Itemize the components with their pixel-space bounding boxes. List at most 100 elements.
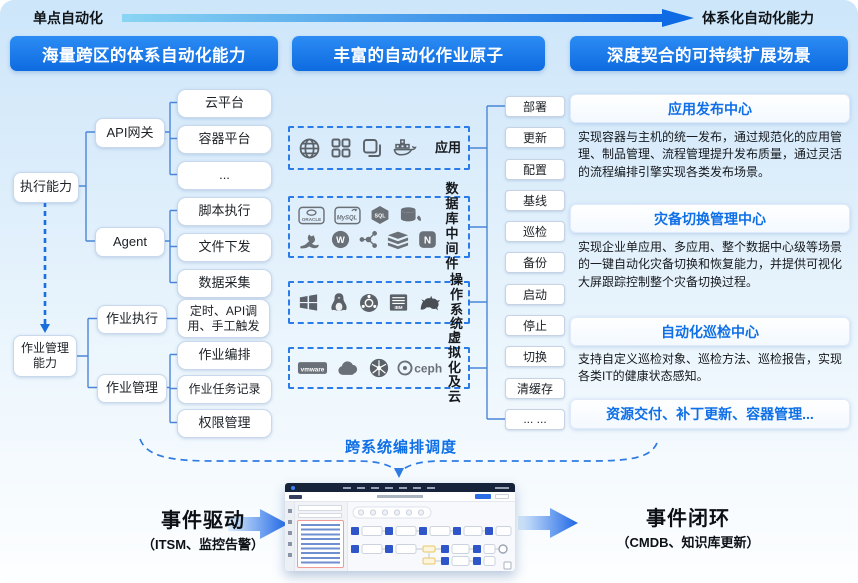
tree-leaf-cloud-platform: 云平台 [177,89,272,118]
app-grid-icon [329,136,353,160]
tree-leaf-job-orchestration: 作业编排 [177,341,272,370]
user-area [495,486,509,489]
column-header-atoms: 丰富的自动化作业原子 [292,36,545,71]
nginx-icon: N [417,229,438,250]
group-applications: 应用 [288,126,470,170]
event-driven-sub: （ITSM、监控告警） [141,537,265,552]
svg-text:ORACLE: ORACLE [302,217,321,222]
atom-inspect: 巡检 [505,221,565,243]
tree-leaf-job-records: 作业任务记录 [177,375,272,404]
kubernetes-icon [368,357,390,379]
icon-strip [285,502,295,571]
event-driven-block: 事件驱动 （ITSM、监控告警） [108,504,298,553]
orchestration-label: 跨系统编排调度 [344,439,457,456]
atom-baseline: 基线 [505,189,565,211]
workflow-screenshot [285,483,515,571]
group-os: IBM 操作系统 [288,272,470,331]
axis-right-label: 体系化自动化能力 [702,10,814,26]
ubuntu-icon [358,292,380,314]
axis-left-label: 单点自动化 [33,10,103,26]
vmware-icon: vmware [297,358,328,378]
atom-config: 配置 [505,158,565,180]
node-list-highlight [297,520,344,568]
ibm-icon: IBM [387,291,410,314]
scenario-dr-switch-title: 灾备切换管理中心 [570,204,850,233]
group-virtualization: vmware ceph 虚拟化及云 [288,330,470,404]
tree-root-exec: 执行能力 [13,172,79,203]
scenario-app-release-title: 应用发布中心 [570,94,850,123]
svg-text:N: N [424,236,431,247]
svg-text:W: W [336,235,345,245]
tree-node-job-exec: 作业执行 [97,305,167,334]
svg-text:ceph: ceph [414,361,442,375]
tree-leaf-permission: 权限管理 [177,409,272,438]
group-virtualization-label: 虚拟化及云 [448,329,462,405]
scenario-more-title: 资源交付、补丁更新、容器管理... [570,399,850,429]
menu-items [343,486,439,489]
atom-list: 部署 更新 配置 基线 巡检 备份 启动 停止 切换 清缓存 ... ... [505,96,565,430]
group-applications-label: 应用 [434,139,461,155]
cloud-icon [335,358,361,378]
search-input [298,505,342,511]
scenario-inspection-desc: 支持自定义巡检对象、巡检方法、巡检报告，实现各类IT的健康状态感知。 [578,352,843,384]
scenario-dr-switch-desc: 实现企业单应用、多应用、整个数据中心级等场景的一键自动化灾备切换和恢复能力，并提… [578,240,843,289]
svg-text:MySQL: MySQL [337,215,358,221]
tree-node-job-mgmt: 作业管理 [97,374,167,403]
app-logo-icon [291,485,295,490]
sql-cube-icon: SQL [369,204,391,226]
kylin-icon [417,291,445,314]
event-closed-loop-sub: （CMDB、知识库更新） [616,535,760,550]
group-db-middleware-label: 数据库中间件 [445,181,459,271]
atom-more: ... ... [505,408,565,430]
globe-icon [297,136,322,161]
event-closed-loop-title: 事件闭环 [646,508,730,530]
atom-stop: 停止 [505,315,565,337]
column-header-capability: 海量跨区的体系自动化能力 [10,36,278,71]
atom-backup: 备份 [505,252,565,274]
event-out-arrow [518,508,578,538]
node-graph-icon [358,229,379,250]
tree-node-agent: Agent [95,227,165,257]
tree-leaf-file-push: 文件下发 [177,233,272,262]
mongodb-icon [398,204,424,226]
group-db-middleware: ORACLE MySQL SQL W N 数据库中间件 [288,181,470,271]
tomcat-icon [297,229,323,251]
column-header-scenarios: 深度契合的可持续扩展场景 [570,36,848,71]
svg-text:vmware: vmware [301,366,325,373]
group-os-label: 操作系统 [450,271,464,332]
weblogic-icon: W [330,229,351,250]
atom-deploy: 部署 [505,96,565,117]
group-atom-spine [470,105,505,420]
ceph-icon: ceph [397,358,443,378]
atom-update: 更新 [505,127,565,149]
redis-icon [386,229,410,251]
screenshot-topbar [285,483,515,492]
back-button [289,494,302,499]
atom-switch: 切换 [505,346,565,368]
tree-leaf-container-platform: 容器平台 [177,125,272,154]
copy-icon [360,136,384,160]
node-sidebar [295,502,348,571]
screenshot-toolbar [285,492,515,502]
atom-start: 启动 [505,283,565,305]
top-axis-arrow [122,9,694,27]
oracle-icon: ORACLE [297,204,326,227]
scenario-app-release-desc: 实现容器与主机的统一发布，通过规范化的应用管理、制品管理、流程管理提升发布质量，… [578,130,843,179]
linux-icon [327,291,351,315]
flow-title [377,495,423,498]
svg-text:IBM: IBM [394,305,402,310]
filter-input [298,513,342,518]
scenario-inspection-title: 自动化巡检中心 [570,317,850,346]
docker-icon [391,136,419,160]
tree-root-mgmt: 作业管理能力 [13,335,77,377]
windows-icon [297,291,320,314]
event-closed-loop-block: 事件闭环 （CMDB、知识库更新） [588,502,788,551]
tree-leaf-trigger: 定时、API调用、手工触发 [177,299,270,338]
tree-node-api-gateway: API网关 [95,118,165,148]
event-driven-title: 事件驱动 [161,510,245,532]
capability-flow-arrow [40,202,50,333]
primary-button [475,494,491,499]
tree-leaf-script-exec: 脚本执行 [177,197,272,226]
mysql-icon: MySQL [333,204,362,227]
